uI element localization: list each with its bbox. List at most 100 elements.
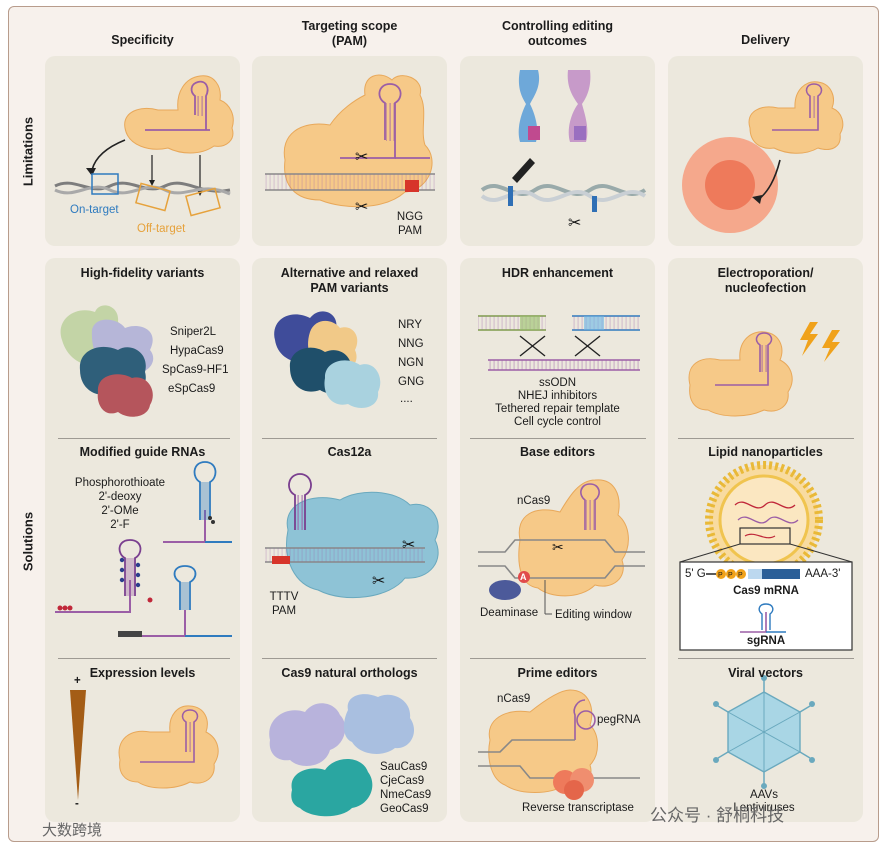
guide-item: 2'-OMe [101, 505, 139, 517]
electroporation-title-line2: nucleofection [724, 281, 807, 295]
on-target-label: On-target [70, 204, 119, 216]
tttv-label: TTTV [269, 591, 299, 603]
cas9-protein [518, 479, 629, 597]
row-label-solutions: Solutions [20, 511, 36, 572]
panel-limitation-outcomes [460, 56, 655, 246]
cas9-protein [124, 75, 234, 154]
hdr-item: Tethered repair template [495, 403, 620, 415]
pam-variant: GNG [398, 376, 425, 388]
scissors-icon: ✂ [568, 213, 581, 232]
alt-pam-title-line1: Alternative and relaxed [280, 266, 419, 280]
reverse-transcriptase [553, 768, 594, 800]
prime-ncas9-label: nCas9 [497, 693, 531, 705]
mrna-5prime-label: 5' G [685, 568, 706, 580]
pam-variant: NRY [398, 319, 423, 331]
row-label-limitations: Limitations [20, 116, 36, 187]
cas9-protein [118, 705, 219, 789]
pegrna-loop [576, 710, 596, 730]
separator [470, 438, 646, 439]
column-header-delivery: Delivery [741, 33, 790, 47]
mrna-coding-region [748, 569, 800, 579]
guide-rna [118, 565, 232, 637]
orthologs-title: Cas9 natural orthologs [281, 666, 418, 680]
ortholog-item: CjeCas9 [380, 775, 425, 787]
guide-title: Modified guide RNAs [79, 445, 206, 459]
column-header-outcomes-line1: Controlling editing [501, 19, 614, 33]
separator [262, 438, 437, 439]
cas9-protein [748, 81, 844, 154]
watermark-left: 大数跨境 [42, 822, 103, 839]
separator [262, 658, 437, 659]
pen-icon [512, 158, 535, 183]
phosphate-icon [726, 569, 736, 579]
electroporation-title: Electroporation/nucleofection [668, 266, 863, 296]
ortholog-protein [343, 694, 415, 754]
cas9-protein [488, 689, 598, 793]
sgrna-label: sgRNA [746, 635, 786, 647]
scissors-icon: ✂ [402, 535, 415, 554]
cas12a-title: Cas12a [327, 445, 372, 459]
hifi-item: HypaCas9 [170, 345, 224, 357]
separator [470, 658, 646, 659]
dna-duplex [478, 539, 645, 579]
plus-sign: + [74, 675, 81, 687]
dna-duplex [265, 547, 425, 564]
expression-title: Expression levels [89, 666, 196, 680]
phosphate-label: P [718, 572, 723, 579]
hdr-title: HDR enhancement [501, 266, 614, 280]
electroporation-title-line1: Electroporation/ [717, 266, 814, 280]
column-header-specificity: Specificity [111, 33, 174, 47]
hifi-item: eSpCas9 [168, 383, 216, 395]
ortholog-item: SauCas9 [380, 761, 428, 773]
lnp-title: Lipid nanoparticles [708, 445, 823, 459]
hdr-item: ssODN [538, 377, 577, 389]
guide-rna [163, 461, 232, 543]
lightning-icon [822, 330, 840, 362]
guide-rna [55, 539, 153, 613]
separator [678, 658, 854, 659]
protein-cluster [274, 311, 381, 408]
dna-helix [54, 181, 231, 196]
pam-label: PAM [397, 225, 423, 237]
prime-editors-title: Prime editors [517, 666, 598, 680]
aav-label: AAVs [750, 789, 778, 801]
ortholog-item: GeoCas9 [380, 803, 429, 815]
column-header-pam-line2: (PAM) [331, 34, 368, 48]
watermark-right: 公众号 · 舒桐科技 [650, 806, 785, 825]
deaminase-protein [489, 580, 521, 600]
hdr-item: NHEJ inhibitors [517, 390, 598, 402]
lenti-label: Lentiviruses [733, 802, 795, 814]
cas9-mrna-label: Cas9 mRNA [733, 585, 799, 597]
minus-sign: - [75, 798, 79, 810]
scissors-icon: ✂ [355, 197, 368, 216]
lipid-nanoparticle [705, 461, 823, 579]
pegrna-label: pegRNA [597, 714, 641, 726]
column-header-outcomes-line2: outcomes [527, 34, 588, 48]
base-editors-title: Base editors [519, 445, 596, 459]
phosphate-label: P [728, 572, 733, 579]
mrna-3prime-label: AAA-3' [805, 568, 841, 580]
ortholog-protein [269, 703, 346, 766]
hdr-item: Cell cycle control [514, 416, 601, 428]
cas12a-pam-label: PAM [271, 605, 297, 617]
dna-duplex [265, 173, 435, 192]
editing-window-label: Editing window [555, 609, 632, 621]
hifi-title: High-fidelity variants [80, 266, 205, 280]
column-header-pam: Targeting scope(PAM) [252, 19, 447, 49]
lightning-icon [800, 322, 818, 356]
separator [58, 438, 230, 439]
guide-item: Phosphorothioate [74, 477, 166, 489]
cas12a-protein [286, 491, 439, 599]
pam-variant: NGN [398, 357, 424, 369]
cell-nucleus [705, 160, 755, 210]
pam-variant: NNG [398, 338, 424, 350]
reverse-transcriptase-label: Reverse transcriptase [522, 802, 634, 814]
ortholog-item: NmeCas9 [380, 789, 432, 801]
guide-item: 2'-F [110, 519, 130, 531]
viral-title: Viral vectors [728, 666, 803, 680]
pam-variant: .... [400, 393, 413, 405]
